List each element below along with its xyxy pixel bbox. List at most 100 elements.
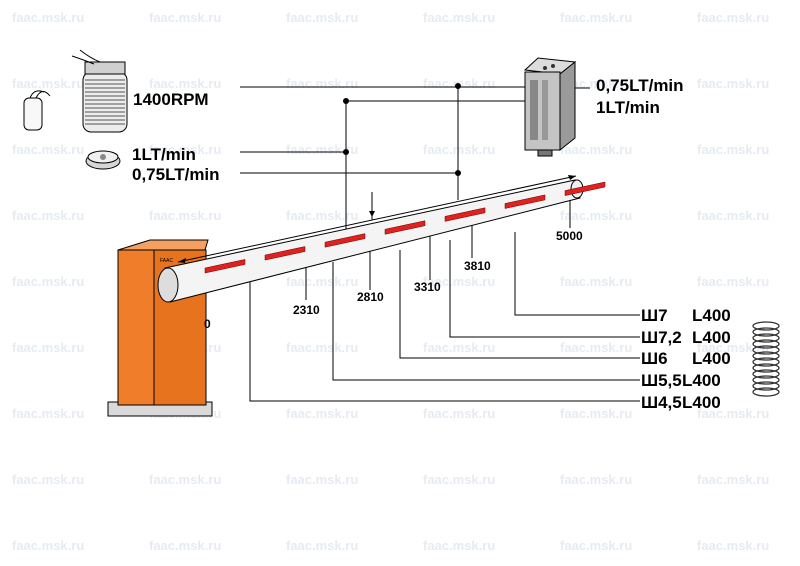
- watermark-text: faac.msk.ru: [286, 274, 358, 289]
- watermark-text: faac.msk.ru: [423, 10, 495, 25]
- watermark-text: faac.msk.ru: [697, 208, 769, 223]
- watermark-text: faac.msk.ru: [560, 340, 632, 355]
- watermark-text: faac.msk.ru: [286, 208, 358, 223]
- watermark-text: faac.msk.ru: [286, 406, 358, 421]
- watermark-text: faac.msk.ru: [560, 208, 632, 223]
- watermark-grid: faac.msk.ru faac.msk.ru faac.msk.ru faac.ms…: [12, 10, 769, 553]
- watermark-text: faac.msk.ru: [149, 472, 221, 487]
- watermark-text: faac.msk.ru: [286, 538, 358, 553]
- watermark-text: faac.msk.ru: [12, 10, 84, 25]
- motor-rpm-label: 1400RPM: [133, 90, 209, 109]
- boom-stripe: [204, 259, 246, 274]
- barrier-boom: [157, 175, 606, 303]
- spring-icon: [752, 321, 780, 397]
- spring-code-2: Ш7,2: [641, 328, 682, 347]
- hydraulic-unit-icon: [523, 57, 577, 157]
- pump-flow-label-1: 1LT/min: [132, 145, 196, 164]
- watermark-text: faac.msk.ru: [149, 10, 221, 25]
- boom-stripe: [384, 220, 426, 235]
- watermark-text: faac.msk.ru: [12, 274, 84, 289]
- watermark-text: faac.msk.ru: [12, 208, 84, 223]
- spring-coil: [752, 357, 780, 367]
- boom-position-2310: 2310: [293, 303, 320, 317]
- watermark-text: faac.msk.ru: [560, 406, 632, 421]
- spring-coil: [752, 321, 780, 331]
- spring-length-5: L400: [682, 393, 721, 412]
- boom-stripe: [564, 181, 606, 196]
- cabinet-logo: FAAC: [160, 258, 173, 264]
- watermark-text: faac.msk.ru: [12, 142, 84, 157]
- watermark-text: faac.msk.ru: [12, 472, 84, 487]
- spring-length-1: L400: [692, 306, 731, 325]
- boom-stripe: [264, 246, 306, 261]
- spring-code-3: Ш6: [641, 349, 668, 368]
- unit-flow-label-2: 1LT/min: [596, 98, 660, 117]
- spring-coil: [752, 387, 780, 397]
- watermark-text: faac.msk.ru: [560, 142, 632, 157]
- spring-code-4: Ш5,5: [641, 371, 682, 390]
- watermark-text: faac.msk.ru: [697, 142, 769, 157]
- boom-position-3310: 3310: [414, 280, 441, 294]
- spring-coil: [752, 381, 780, 391]
- pump-flow-label-2: 0,75LT/min: [132, 165, 220, 184]
- watermark-text: faac.msk.ru: [149, 208, 221, 223]
- watermark-text: faac.msk.ru: [423, 538, 495, 553]
- spring-coil: [752, 345, 780, 355]
- watermark-text: faac.msk.ru: [560, 10, 632, 25]
- spring-length-4: L400: [682, 371, 721, 390]
- watermark-text: faac.msk.ru: [697, 406, 769, 421]
- watermark-text: faac.msk.ru: [12, 406, 84, 421]
- spring-coil: [752, 375, 780, 385]
- spring-code-5: Ш4,5: [641, 393, 682, 412]
- watermark-text: faac.msk.ru: [286, 10, 358, 25]
- watermark-text: faac.msk.ru: [286, 76, 358, 91]
- watermark-text: faac.msk.ru: [12, 76, 84, 91]
- spring-coil: [752, 363, 780, 373]
- watermark-text: faac.msk.ru: [697, 472, 769, 487]
- watermark-text: faac.msk.ru: [423, 406, 495, 421]
- motor-icon: [71, 49, 128, 133]
- watermark-text: faac.msk.ru: [423, 340, 495, 355]
- watermark-text: faac.msk.ru: [560, 538, 632, 553]
- watermark-text: faac.msk.ru: [149, 142, 221, 157]
- boom-position-3810: 3810: [464, 259, 491, 273]
- unit-flow-label-1: 0,75LT/min: [596, 76, 684, 95]
- watermark-text: faac.msk.ru: [697, 538, 769, 553]
- watermark-text: faac.msk.ru: [423, 142, 495, 157]
- boom-stripe: [444, 207, 486, 222]
- watermark-text: faac.msk.ru: [697, 340, 769, 355]
- watermark-text: faac.msk.ru: [423, 274, 495, 289]
- spring-coil: [752, 333, 780, 343]
- watermark-text: faac.msk.ru: [560, 472, 632, 487]
- spring-coil: [752, 327, 780, 337]
- spring-length-2: L400: [692, 328, 731, 347]
- watermark-text: faac.msk.ru: [149, 538, 221, 553]
- spring-length-3: L400: [692, 349, 731, 368]
- spring-coil: [752, 339, 780, 349]
- boom-stripe: [324, 233, 366, 248]
- watermark-text: faac.msk.ru: [286, 142, 358, 157]
- spring-code-1: Ш7: [641, 306, 668, 325]
- watermark-text: faac.msk.ru: [697, 274, 769, 289]
- boom-stripes: [204, 181, 606, 274]
- spring-coil: [752, 369, 780, 379]
- boom-position-5000: 5000: [556, 229, 583, 243]
- capacitor-icon: [23, 90, 51, 131]
- watermark-text: faac.msk.ru: [560, 76, 632, 91]
- boom-stripe: [504, 194, 546, 209]
- spring-coil: [752, 351, 780, 361]
- watermark-text: faac.msk.ru: [12, 340, 84, 355]
- watermark-text: faac.msk.ru: [697, 10, 769, 25]
- boom-position-0: 0: [204, 317, 211, 331]
- pump-icon: [85, 150, 121, 170]
- watermark-text: faac.msk.ru: [286, 472, 358, 487]
- watermark-text: faac.msk.ru: [560, 274, 632, 289]
- watermark-text: faac.msk.ru: [423, 472, 495, 487]
- watermark-text: faac.msk.ru: [12, 538, 84, 553]
- watermark-text: faac.msk.ru: [697, 76, 769, 91]
- boom-position-2810: 2810: [357, 290, 384, 304]
- watermark-text: faac.msk.ru: [149, 76, 221, 91]
- leader-lines: [240, 83, 640, 402]
- watermark-text: faac.msk.ru: [286, 340, 358, 355]
